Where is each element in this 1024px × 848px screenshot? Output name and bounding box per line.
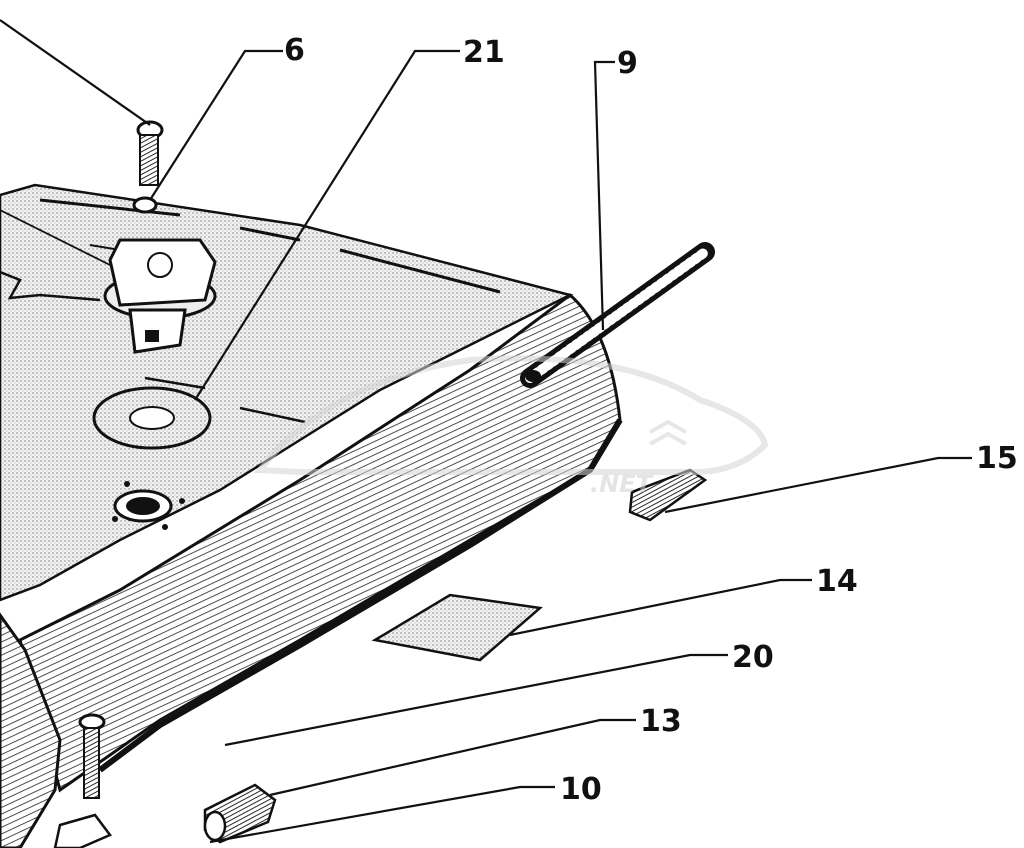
leader-13 [269,718,636,797]
rubber-grommet [203,783,277,844]
strap-pad [371,593,543,662]
callout-13: 13 [640,704,682,739]
callout-15: 15 [976,441,1018,476]
callout-labels: 6 21 9 15 14 20 13 10 [284,33,1018,807]
gasket-ring [92,386,212,450]
leader-10 [209,785,555,844]
tank-front-face [18,293,623,793]
mounting-hole [112,481,185,530]
leader-9 [593,60,615,331]
leader-6 [149,49,283,201]
callout-9: 9 [617,46,638,81]
leader-21 [194,49,460,401]
leader-14 [509,578,812,637]
fuel-sender-unit [103,238,217,354]
leader-lines [0,19,972,844]
watermark-text: .NET [590,470,654,498]
leader-20 [224,653,728,747]
washer [132,196,158,214]
bottom-bracket [0,612,112,848]
watermark: .NET [253,355,769,498]
leader-top-left [0,19,151,126]
callout-21: 21 [463,35,505,70]
callout-14: 14 [816,564,858,599]
screw-top [136,120,164,186]
leader-15 [664,456,972,514]
callout-10: 10 [560,772,602,807]
callout-20: 20 [732,640,774,675]
callout-6: 6 [284,33,305,68]
